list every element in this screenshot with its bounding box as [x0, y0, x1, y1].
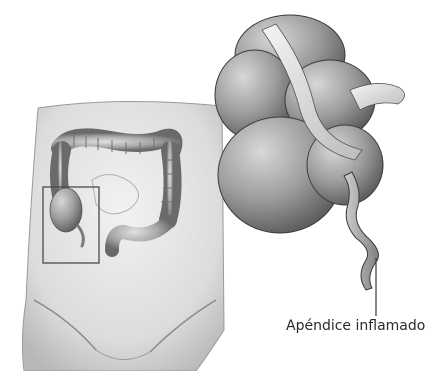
cecum-closeup-illustration — [215, 15, 405, 316]
appendix-callout-label: Apéndice inflamado — [286, 318, 447, 334]
